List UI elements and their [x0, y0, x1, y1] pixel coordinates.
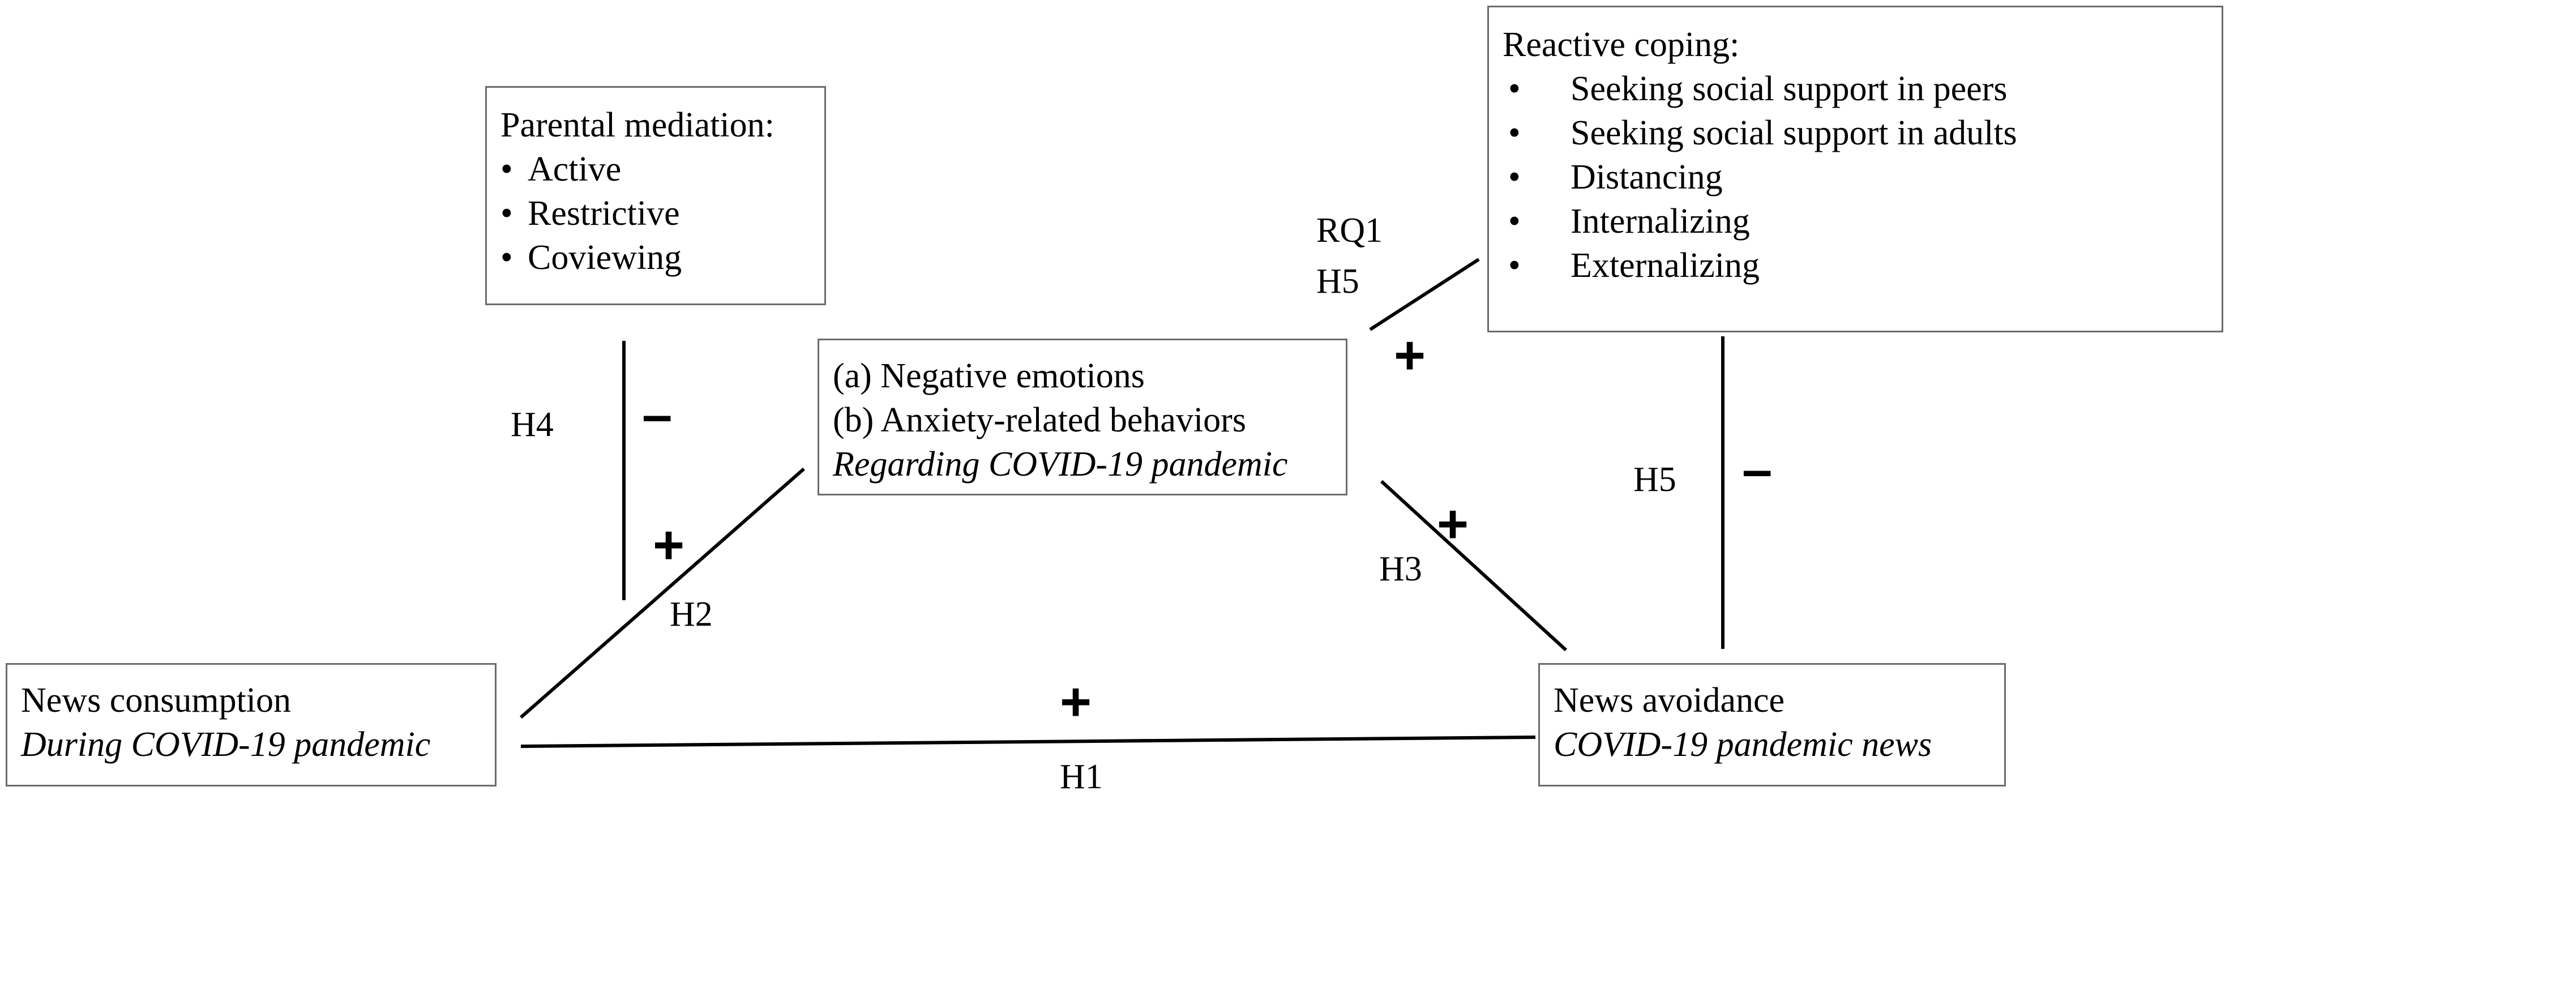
- bullet-icon: •: [500, 194, 513, 233]
- bullet-icon: •: [1508, 114, 1521, 152]
- list-item: •Internalizing: [1503, 199, 2222, 243]
- parental-mediation-box: Parental mediation: •Active •Restrictive…: [485, 86, 826, 305]
- list-item: •Distancing: [1503, 155, 2222, 199]
- list-item: •Restrictive: [500, 191, 824, 236]
- emotions-context-text: Regarding COVID-19 pandemic: [833, 445, 1288, 484]
- news-avoidance-title: News avoidance: [1554, 681, 1785, 720]
- bullet-icon: •: [1508, 70, 1521, 108]
- news-consumption-box: News consumption During COVID-19 pandemi…: [6, 663, 497, 786]
- reactive-coping-title: Reactive coping:: [1503, 25, 1740, 64]
- h3-path-line: [1380, 480, 1568, 652]
- list-item: •Seeking social support in adults: [1503, 111, 2222, 155]
- bullet-icon: •: [1508, 202, 1521, 241]
- parental-mediation-title: Parental mediation:: [500, 106, 774, 144]
- h5-lower-sign: –: [1742, 439, 1773, 500]
- h5-upper-sign: +: [1394, 325, 1426, 386]
- anxiety-behaviors-text: (b) Anxiety-related behaviors: [833, 401, 1246, 439]
- news-avoidance-box: News avoidance COVID-19 pandemic news: [1538, 663, 2006, 786]
- list-item: •Externalizing: [1503, 243, 2222, 288]
- h4-label: H4: [511, 405, 554, 444]
- news-avoidance-context: COVID-19 pandemic news: [1554, 725, 1932, 764]
- list-item: •Seeking social support in peers: [1503, 67, 2222, 111]
- h1-path-line: [520, 736, 1536, 748]
- negative-emotions-text: (a) Negative emotions: [833, 357, 1145, 395]
- emotions-box: (a) Negative emotions (b) Anxiety-relate…: [818, 339, 1347, 495]
- bullet-icon: •: [500, 150, 513, 189]
- h1-sign: +: [1060, 672, 1092, 732]
- reactive-coping-list: •Seeking social support in peers •Seekin…: [1503, 67, 2222, 288]
- reactive-coping-box: Reactive coping: •Seeking social support…: [1487, 6, 2223, 332]
- rq1-label: RQ1: [1316, 211, 1383, 250]
- h3-sign: +: [1437, 494, 1469, 554]
- list-item: •Coviewing: [500, 236, 824, 280]
- list-item: •Active: [500, 147, 824, 191]
- h4-sign: –: [642, 384, 673, 445]
- h2-label: H2: [670, 595, 713, 634]
- bullet-icon: •: [1508, 246, 1521, 285]
- h5-upper-label: H5: [1316, 262, 1359, 301]
- news-consumption-context: During COVID-19 pandemic: [21, 725, 431, 764]
- h2-path-line: [520, 467, 805, 719]
- h1-label: H1: [1060, 758, 1103, 796]
- h5-coping-emotions-path-line: [1369, 258, 1480, 331]
- bullet-icon: •: [1508, 158, 1521, 196]
- bullet-icon: •: [500, 238, 513, 277]
- parental-mediation-list: •Active •Restrictive •Coviewing: [500, 147, 824, 280]
- news-consumption-title: News consumption: [21, 681, 292, 720]
- h2-sign: +: [653, 515, 685, 575]
- h3-label: H3: [1379, 550, 1422, 588]
- h5-lower-label: H5: [1633, 460, 1676, 499]
